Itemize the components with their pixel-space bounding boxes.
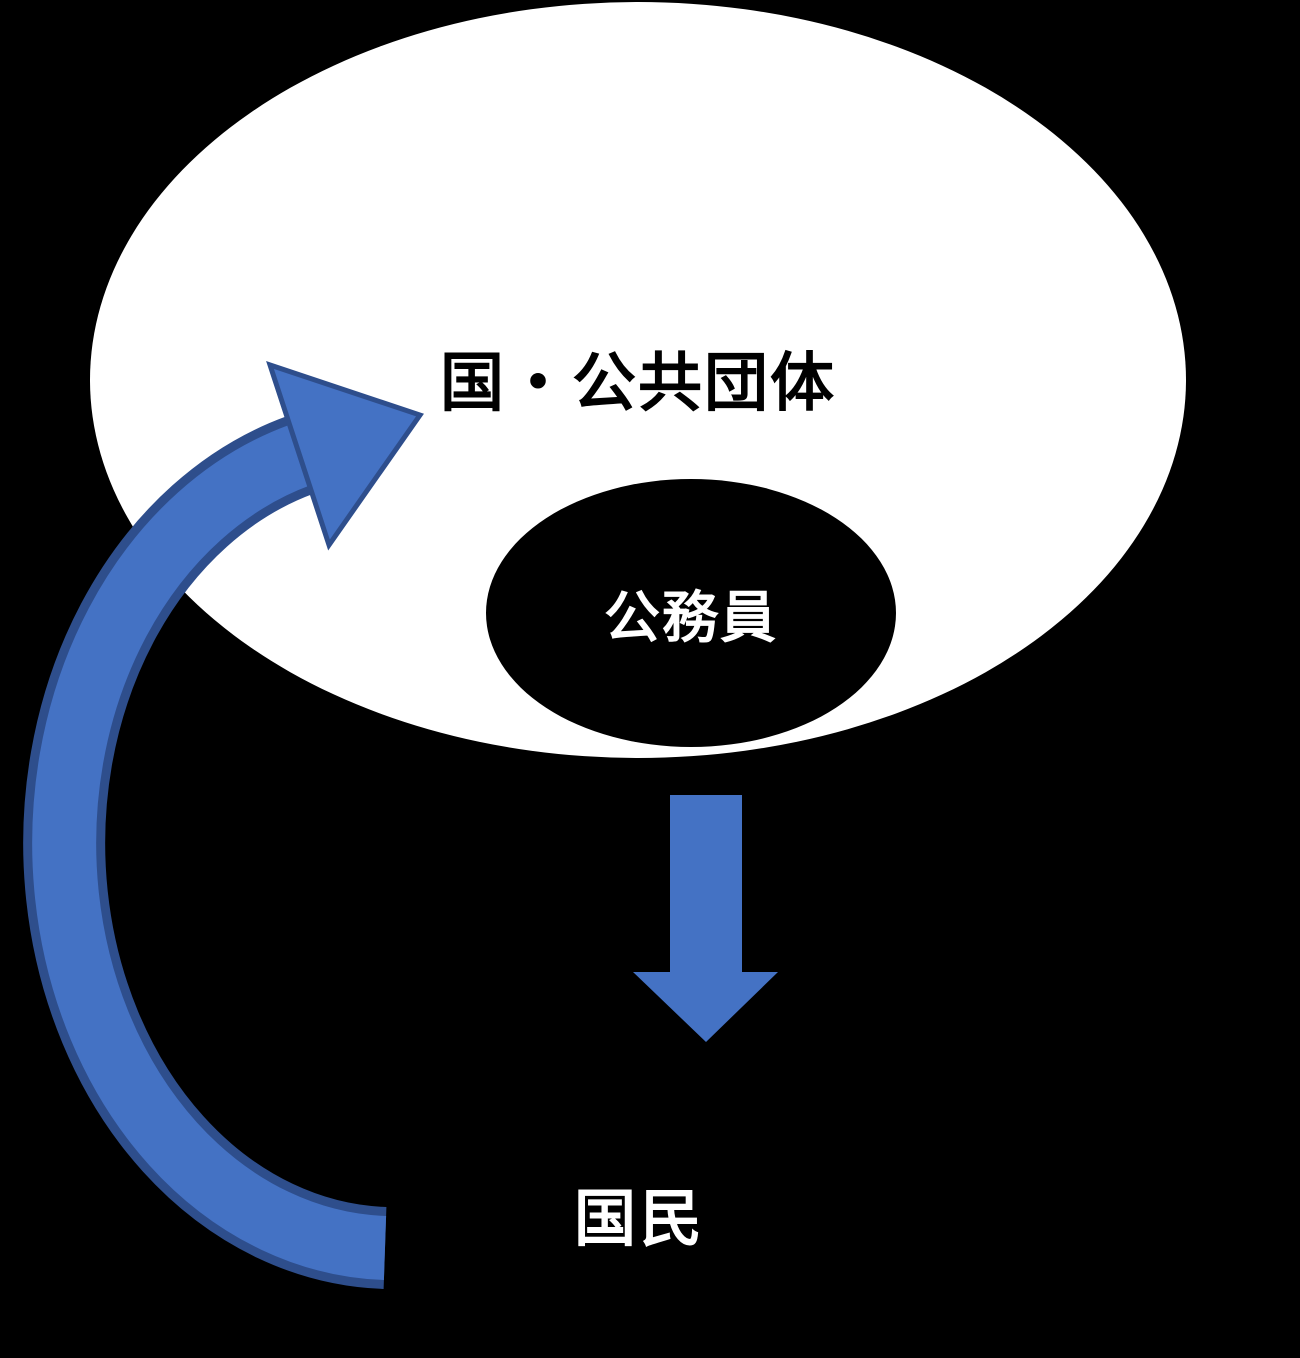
inner-ellipse-civil-servants: 公務員	[486, 479, 896, 747]
bottom-label-citizens: 国民	[573, 1185, 706, 1254]
curved-arrow-body	[32, 424, 387, 1280]
inner-ellipse-label: 公務員	[604, 585, 778, 649]
outer-ellipse-label: 国・公共団体	[440, 347, 836, 419]
down-arrow	[633, 795, 778, 1042]
curved-arrow-head	[266, 361, 424, 551]
